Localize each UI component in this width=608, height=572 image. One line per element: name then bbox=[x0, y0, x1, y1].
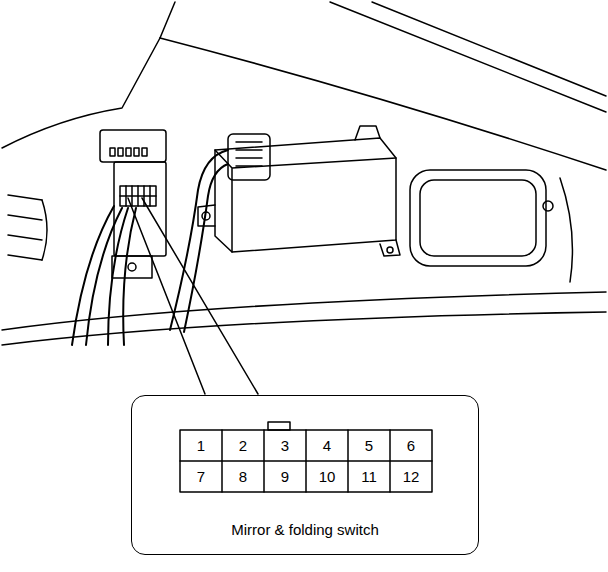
connector-caption: Mirror & folding switch bbox=[132, 521, 478, 538]
pin-number: 9 bbox=[264, 461, 306, 492]
pin-number: 8 bbox=[222, 461, 264, 492]
pin-number: 1 bbox=[180, 430, 222, 461]
pin-number: 5 bbox=[348, 430, 390, 461]
callout-box: Mirror & folding switch bbox=[131, 395, 479, 555]
pin-number: 11 bbox=[348, 461, 390, 492]
pin-number: 3 bbox=[264, 430, 306, 461]
pin-number: 2 bbox=[222, 430, 264, 461]
pin-number: 6 bbox=[390, 430, 432, 461]
pin-number: 12 bbox=[390, 461, 432, 492]
pin-number: 7 bbox=[180, 461, 222, 492]
pin-number: 4 bbox=[306, 430, 348, 461]
pin-number: 10 bbox=[306, 461, 348, 492]
